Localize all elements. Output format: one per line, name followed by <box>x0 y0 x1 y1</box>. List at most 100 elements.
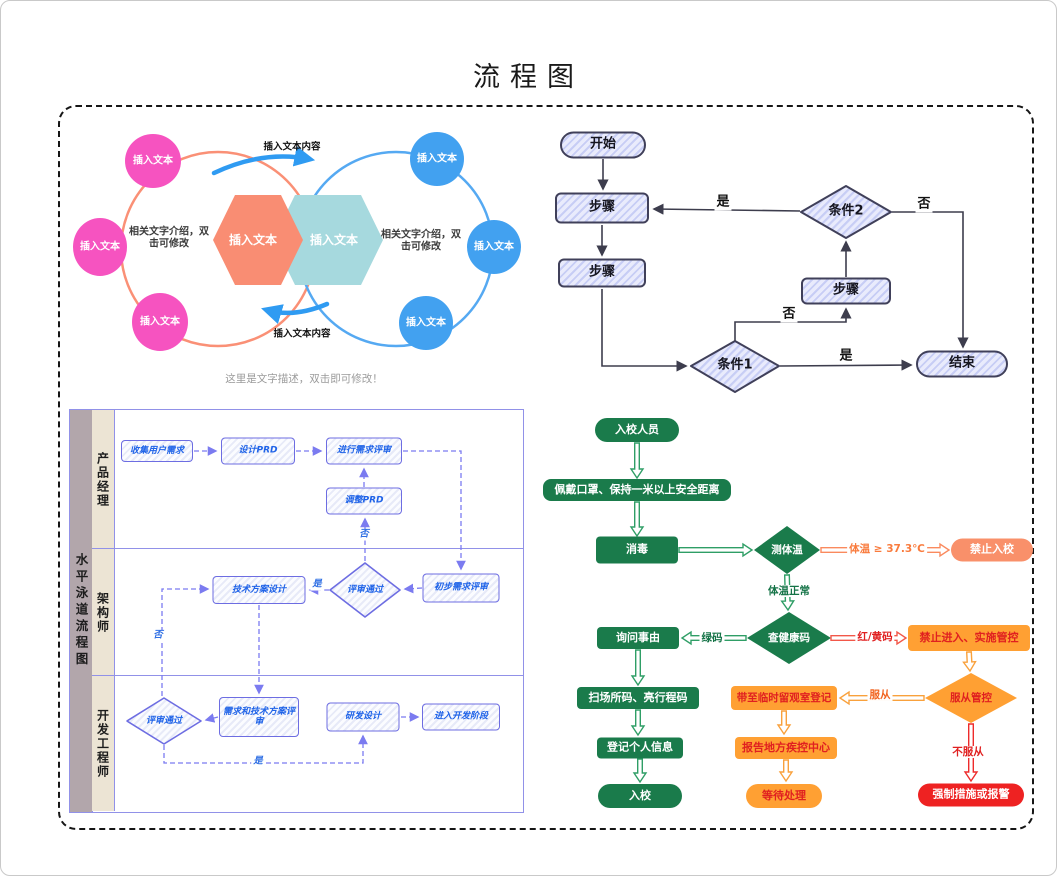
connector <box>779 359 913 371</box>
covid-temp-check-label[interactable]: 测体温 <box>771 543 803 556</box>
swim-rd-design-node[interactable]: 研发设计 <box>326 702 400 732</box>
purple-cond2-diamond[interactable] <box>800 185 892 239</box>
covid-obey-label: 服从 <box>867 688 893 702</box>
covid-forbid-control-node[interactable]: 禁止进入、实施管控 <box>908 625 1030 651</box>
covid-disinfect-node[interactable]: 消毒 <box>596 536 678 564</box>
venn-circle-blue-top[interactable] <box>410 132 464 186</box>
swim-review-pass2-label[interactable]: 评审通过 <box>346 584 384 595</box>
swim-adjust-prd-node[interactable]: 调整PRD <box>326 487 402 515</box>
covid-wait-node[interactable]: 等待处理 <box>746 784 822 808</box>
lane-header-architect[interactable]: 架构师 <box>92 549 115 676</box>
swim-req-review-node[interactable]: 进行需求评审 <box>326 437 402 465</box>
purple-cond2-label[interactable]: 条件2 <box>828 203 864 219</box>
purple-cond1-label[interactable]: 条件1 <box>717 357 753 373</box>
covid-ask-reason-node[interactable]: 询问事由 <box>597 627 679 649</box>
venn-circle-pink-left[interactable] <box>73 218 127 276</box>
purple-end-node[interactable]: 结束 <box>916 350 1008 378</box>
venn-top-arrow-label[interactable]: 插入文本内容 <box>263 141 321 153</box>
venn-pink-left-label[interactable]: 插入文本 <box>80 241 120 253</box>
lane-separator <box>92 548 523 549</box>
purple-start-node[interactable]: 开始 <box>560 131 646 159</box>
venn-left-desc[interactable]: 相关文字介绍，双击可修改 <box>129 226 209 250</box>
flow-arrow <box>678 542 754 558</box>
connector <box>163 734 368 764</box>
covid-mask-node[interactable]: 佩戴口罩、保持一米以上安全距离 <box>543 479 731 501</box>
covid-obey-control-label[interactable]: 服从管控 <box>950 691 992 704</box>
connector <box>161 584 210 696</box>
swim-collect-node[interactable]: 收集用户需求 <box>121 440 193 462</box>
covid-temp-high-label: 体温 ≥ 37.3℃ <box>847 542 927 556</box>
flow-arrow <box>630 649 646 687</box>
venn-bottom-arrow <box>261 301 330 325</box>
swim-req-tech-review-node[interactable]: 需求和技术方案评审 <box>219 697 299 737</box>
purple-yes-label: 是 <box>714 194 732 211</box>
flow-arrow <box>776 710 792 736</box>
connector <box>892 211 969 349</box>
swim-tech-design-node[interactable]: 技术方案设计 <box>212 576 306 604</box>
venn-hexagon-left[interactable] <box>213 195 303 285</box>
purple-cond1-diamond[interactable] <box>690 340 780 393</box>
swimlane-title: 水平泳道流程图 <box>73 553 89 669</box>
covid-register-node[interactable]: 登记个人信息 <box>597 737 683 759</box>
flow-arrow <box>630 709 646 737</box>
venn-circle-pink-top[interactable] <box>125 134 181 188</box>
purple-step1-node[interactable]: 步骤 <box>555 192 649 224</box>
venn-bottom-arrow-label[interactable]: 插入文本内容 <box>273 328 331 340</box>
covid-temp-normal-label: 体温正常 <box>766 584 812 598</box>
covid-temp-check-diamond[interactable] <box>754 526 820 574</box>
covid-disobey-label: 不服从 <box>950 745 986 759</box>
flow-arrow <box>632 758 648 784</box>
venn-top-arrow <box>211 146 316 176</box>
venn-blue-right-label[interactable]: 插入文本 <box>474 241 514 253</box>
flow-arrow <box>629 442 645 480</box>
venn-pink-bottom-label[interactable]: 插入文本 <box>140 316 180 328</box>
lane-header-developer[interactable]: 开发工程师 <box>92 676 115 811</box>
lane-header-product-manager[interactable]: 产品经理 <box>92 410 115 549</box>
lane-separator <box>92 675 523 676</box>
purple-step2-node[interactable]: 步骤 <box>558 258 646 288</box>
swimlane-container: 水平泳道流程图 产品经理 架构师 开发工程师 <box>69 409 524 813</box>
venn-right-desc[interactable]: 相关文字介绍，双击可修改 <box>381 229 461 253</box>
swim-design-prd-node[interactable]: 设计PRD <box>221 437 295 465</box>
venn-hex-left-label[interactable]: 插入文本 <box>228 233 278 248</box>
covid-health-code-label[interactable]: 查健康码 <box>768 631 810 644</box>
covid-scan-code-node[interactable]: 扫场所码、亮行程码 <box>577 687 699 709</box>
covid-enter-node[interactable]: 入校 <box>598 784 682 808</box>
covid-report-cdc-node[interactable]: 报告地方疾控中心 <box>735 737 837 759</box>
flow-arrow <box>778 759 794 783</box>
venn-pink-top-label[interactable]: 插入文本 <box>133 155 173 167</box>
venn-circle-blue-right[interactable] <box>467 220 521 274</box>
covid-force-node[interactable]: 强制措施或报警 <box>918 783 1024 807</box>
flow-arrow <box>629 501 645 538</box>
page-title: 流程图 <box>473 62 584 92</box>
covid-enter-person-node[interactable]: 入校人员 <box>595 418 679 442</box>
covid-no-entry-node[interactable]: 禁止入校 <box>951 538 1033 562</box>
swim-initial-review-node[interactable]: 初步需求评审 <box>422 573 500 603</box>
venn-blue-top-label[interactable]: 插入文本 <box>417 153 457 165</box>
swim-yes-label: 是 <box>251 755 265 768</box>
purple-yes-label: 是 <box>837 348 855 365</box>
venn-hexagon-right[interactable] <box>273 195 383 285</box>
venn-hex-right-label[interactable]: 插入文本 <box>309 233 359 248</box>
purple-step3-node[interactable]: 步骤 <box>801 277 891 305</box>
venn-caption[interactable]: 这里是文字描述，双击即可修改！ <box>225 372 383 385</box>
swim-no-label: 否 <box>357 528 371 541</box>
venn-blue-bottom-label[interactable]: 插入文本 <box>406 317 446 329</box>
dashed-container <box>58 105 1034 830</box>
purple-no-label: 否 <box>915 196 933 213</box>
connector <box>403 583 423 594</box>
venn-circle-blue-bottom[interactable] <box>399 296 453 350</box>
swim-enter-dev-node[interactable]: 进入开发阶段 <box>422 703 500 731</box>
connector <box>204 713 219 723</box>
swim-review-pass3-diamond[interactable] <box>126 697 202 745</box>
swim-review-pass2-diamond[interactable] <box>329 562 401 618</box>
covid-green-code-label: 绿码 <box>699 631 725 645</box>
covid-temp-room-node[interactable]: 带至临时留观室登记 <box>731 686 837 710</box>
swim-review-pass3-label[interactable]: 评审通过 <box>145 715 183 726</box>
covid-obey-control-diamond[interactable] <box>925 673 1017 723</box>
covid-health-code-diamond[interactable] <box>747 612 831 664</box>
venn-circle-pink-bottom[interactable] <box>132 293 188 351</box>
connector <box>403 450 466 571</box>
